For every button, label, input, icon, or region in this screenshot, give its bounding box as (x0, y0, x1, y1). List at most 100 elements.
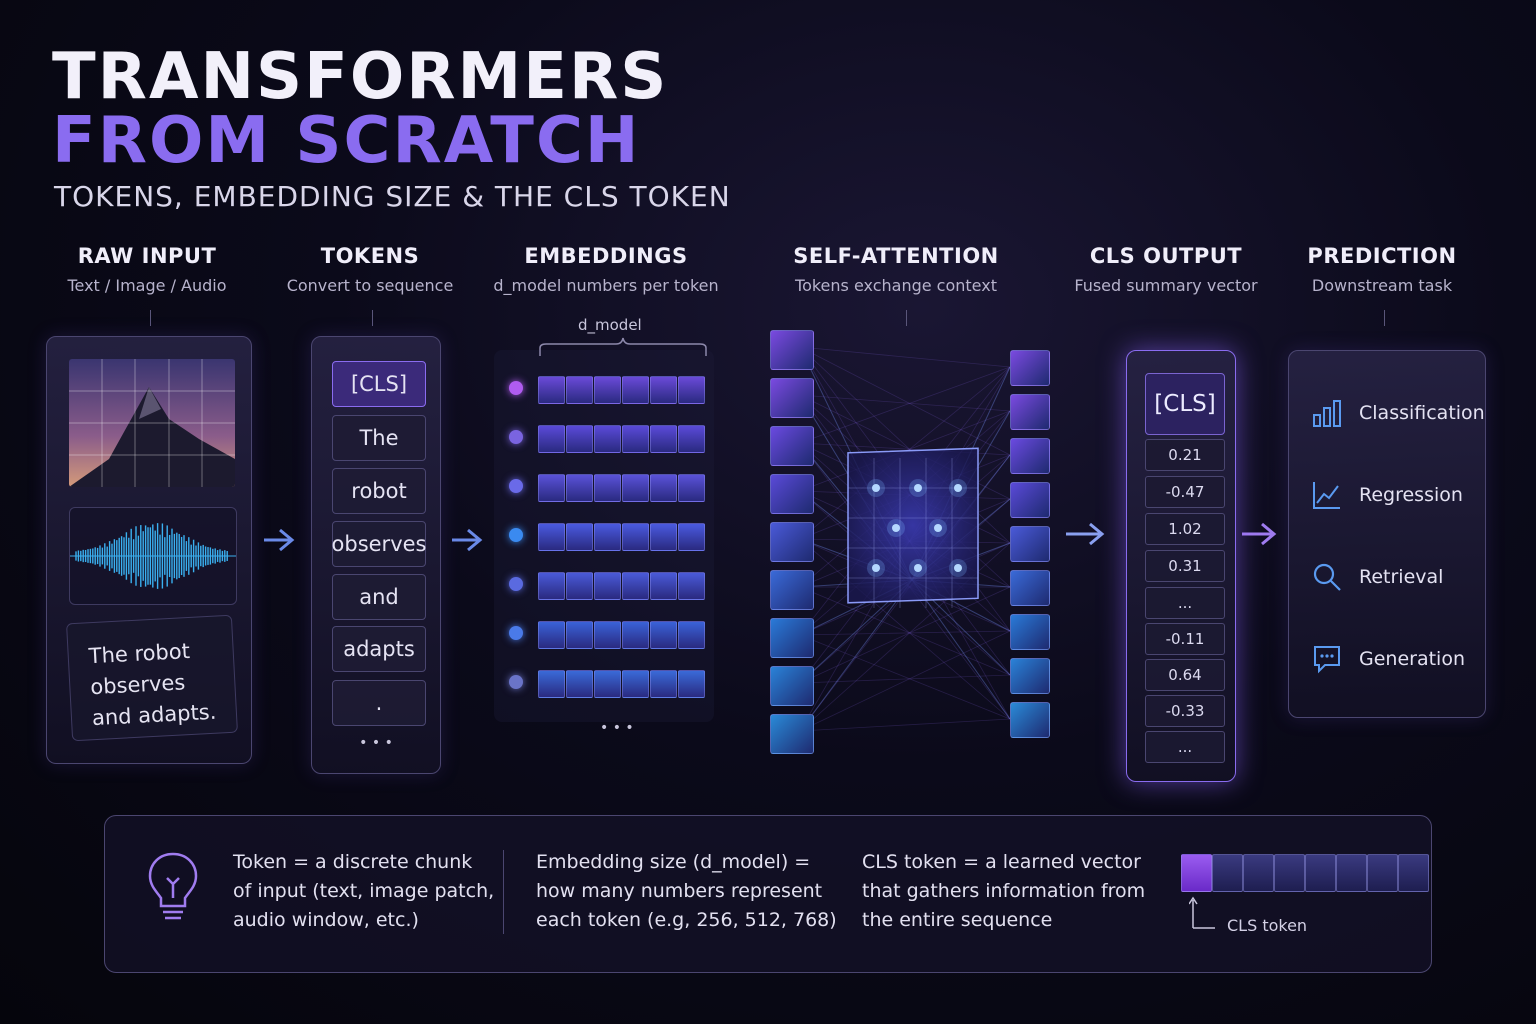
embedding-cube (622, 523, 649, 551)
embedding-dot (509, 577, 523, 591)
embedding-cube (678, 474, 705, 502)
attention-output-cube (1010, 614, 1050, 650)
attention-output-cube (1010, 702, 1050, 738)
search-icon (1313, 563, 1341, 591)
embedding-cube (622, 474, 649, 502)
legend-cube (1398, 854, 1429, 892)
attention-output-cube (1010, 482, 1050, 518)
corner-arrow-icon (1189, 896, 1215, 929)
token: robot (332, 468, 426, 514)
cls-value: 1.02 (1145, 513, 1225, 545)
line-chart-icon (1313, 482, 1340, 509)
stage-cls-output: CLS OUTPUT Fused summary vector (1074, 244, 1258, 295)
stage-embeddings: EMBEDDINGS d_model numbers per token (493, 244, 719, 295)
token: The (332, 415, 426, 461)
embedding-dot (509, 430, 523, 444)
embedding-cube (650, 425, 677, 453)
task-retrieval: Retrieval (1311, 561, 1443, 593)
legend-cube (1305, 854, 1336, 892)
attention-input-cube (770, 474, 814, 514)
title-line-1: TRANSFORMERS (52, 40, 669, 114)
legend-cube (1336, 854, 1367, 892)
task-generation: Generation (1311, 643, 1465, 675)
audio-waveform (69, 507, 237, 605)
task-regression: Regression (1311, 479, 1463, 511)
embedding-cube (594, 670, 621, 698)
embedding-cube (566, 621, 593, 649)
embedding-cube (678, 621, 705, 649)
embedding-cube (650, 523, 677, 551)
embedding-cube (650, 376, 677, 404)
embedding-cube (650, 670, 677, 698)
tokens-panel: [CLS] The robot observes and adapts . • … (311, 336, 441, 774)
cls-value: ... (1145, 731, 1225, 763)
embedding-cube (566, 572, 593, 600)
embedding-cube (538, 670, 565, 698)
cls-output-panel: [CLS] 0.21 -0.47 1.02 0.31 ... -0.11 0.6… (1126, 350, 1236, 782)
info-box: Token = a discrete chunk of input (text,… (104, 815, 1432, 973)
embedding-cube (678, 572, 705, 600)
embedding-cube (678, 425, 705, 453)
embedding-cube (538, 474, 565, 502)
token: . (332, 680, 426, 726)
self-attention-network (799, 346, 1011, 732)
embedding-cube (622, 670, 649, 698)
attention-input-cube (770, 714, 814, 754)
token: adapts (332, 626, 426, 672)
cls-value: -0.33 (1145, 695, 1225, 727)
embedding-cube (650, 474, 677, 502)
embedding-cube (566, 425, 593, 453)
embedding-cube (622, 425, 649, 453)
cls-value: -0.11 (1145, 623, 1225, 655)
attention-input-cube (770, 570, 814, 610)
arrow-right-icon (1066, 522, 1105, 546)
token: and (332, 574, 426, 620)
prediction-panel: Classification Regression Retrieval Gene… (1288, 350, 1486, 718)
attention-output-cube (1010, 570, 1050, 606)
embedding-dot (509, 626, 523, 640)
embedding-cube (678, 670, 705, 698)
arrow-right-icon (264, 528, 295, 552)
embedding-cube (566, 670, 593, 698)
attention-output-cube (1010, 394, 1050, 430)
embedding-cube (538, 425, 565, 453)
embedding-dot (509, 479, 523, 493)
embeddings-ellipsis: • • • (600, 720, 634, 736)
arrow-right-icon (1242, 522, 1277, 546)
embedding-cube (678, 376, 705, 404)
embedding-cube (622, 376, 649, 404)
embedding-dot (509, 528, 523, 542)
cls-legend-label: CLS token (1227, 916, 1308, 935)
cls-value: 0.31 (1145, 550, 1225, 582)
cls-output-label: [CLS] (1145, 373, 1225, 435)
embedding-dot (509, 381, 523, 395)
cls-definition: CLS token = a learned vector that gather… (862, 851, 1146, 931)
embedding-cube (566, 474, 593, 502)
embedding-cube (538, 621, 565, 649)
embedding-cube (566, 376, 593, 404)
embedding-cube (650, 572, 677, 600)
stage-prediction: PREDICTION Downstream task (1307, 244, 1457, 295)
attention-output-cube (1010, 658, 1050, 694)
attention-output-cube (1010, 526, 1050, 562)
divider (503, 850, 504, 934)
embedding-cube (594, 621, 621, 649)
arrow-right-icon (452, 528, 483, 552)
attention-output-cube (1010, 438, 1050, 474)
cls-value: 0.21 (1145, 439, 1225, 471)
tokens-ellipsis: • • • (359, 735, 393, 751)
embedding-cube (594, 523, 621, 551)
legend-cube (1212, 854, 1243, 892)
token: observes (332, 521, 426, 567)
d-model-brace (539, 337, 707, 356)
embedding-cube (678, 523, 705, 551)
divider (150, 310, 151, 326)
attention-output-cube (1010, 350, 1050, 386)
title-line-2: FROM SCRATCH (52, 104, 641, 178)
bar-chart-icon (1313, 400, 1341, 427)
embedding-cube (538, 376, 565, 404)
legend-cube (1274, 854, 1305, 892)
divider (372, 310, 373, 326)
token-definition: Token = a discrete chunk of input (text,… (233, 851, 495, 931)
embedding-cube (566, 523, 593, 551)
